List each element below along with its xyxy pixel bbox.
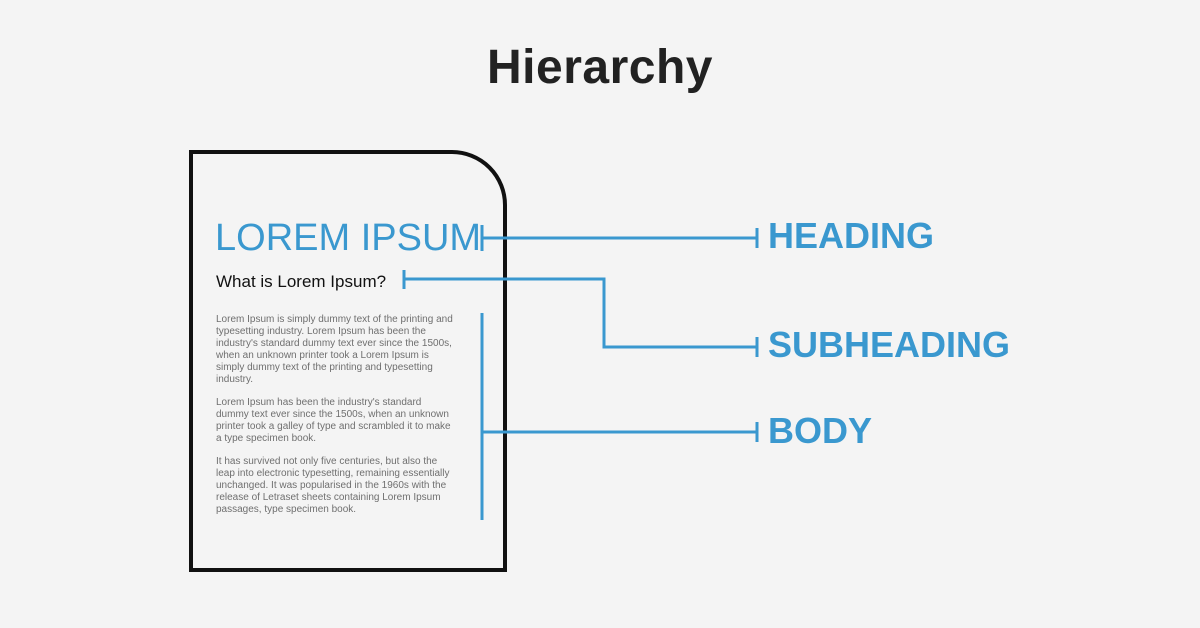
subheading-connector-line (404, 277, 757, 349)
label-subheading: SUBHEADING (768, 324, 1011, 365)
document-body: Lorem Ipsum is simply dummy text of the … (216, 314, 456, 527)
document-heading: LOREM IPSUM (215, 217, 482, 259)
body-paragraph-3: It has survived not only five centuries,… (216, 456, 450, 515)
label-heading: HEADING (768, 215, 935, 256)
page-title: Hierarchy (487, 41, 713, 94)
body-paragraph-2: Lorem Ipsum has been the industry's stan… (216, 397, 451, 444)
document-subheading: What is Lorem Ipsum? (216, 272, 387, 291)
body-paragraph-1: Lorem Ipsum is simply dummy text of the … (216, 314, 453, 385)
label-body: BODY (768, 410, 873, 451)
document-outline (189, 150, 507, 572)
